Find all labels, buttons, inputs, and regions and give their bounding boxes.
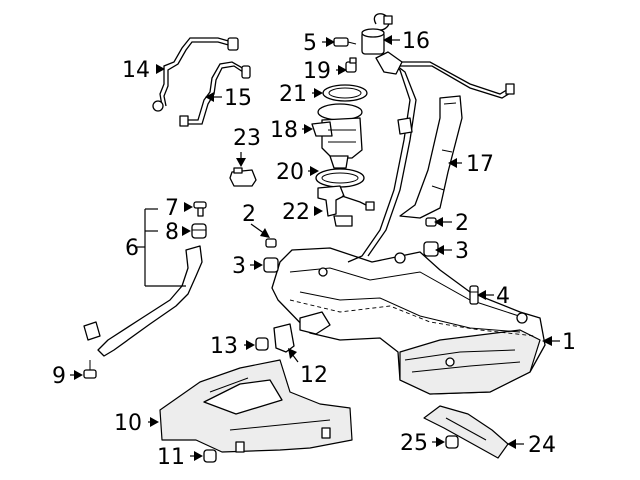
- callout-3-left: 3: [232, 254, 246, 279]
- part-bolt-9: [83, 360, 97, 379]
- leader-lines: [70, 35, 560, 461]
- callout-25: 25: [400, 431, 428, 456]
- part-shield-10: [159, 359, 353, 453]
- callout-20: 20: [276, 160, 304, 185]
- callout-5: 5: [303, 31, 317, 56]
- part-module-23: [229, 167, 257, 187]
- callout-24: 24: [528, 433, 556, 458]
- callout-4: 4: [496, 284, 510, 309]
- callout-10: 10: [114, 411, 142, 436]
- part-strap-6: [83, 245, 203, 357]
- callout-13: 13: [210, 334, 238, 359]
- callout-16: 16: [402, 29, 430, 54]
- part-fuel-cap: [361, 13, 393, 55]
- part-fuel-tank: [271, 247, 546, 395]
- callout-8: 8: [165, 220, 179, 245]
- callout-23: 23: [233, 126, 261, 151]
- part-clip-25: [445, 435, 459, 449]
- part-seal-20: [315, 168, 365, 188]
- part-hose-15: [179, 61, 251, 127]
- part-spacer-3-left: [263, 257, 279, 273]
- callout-18: 18: [270, 118, 298, 143]
- part-bracket-12: [273, 323, 295, 353]
- part-hose-14: [152, 37, 239, 112]
- callout-9: 9: [52, 364, 66, 389]
- callout-14: 14: [122, 58, 150, 83]
- part-bolt-5: [333, 37, 357, 47]
- callout-1: 1: [562, 330, 576, 355]
- part-nut-13: [255, 337, 269, 351]
- callout-7: 7: [165, 196, 179, 221]
- callout-21: 21: [279, 82, 307, 107]
- callout-2-right: 2: [455, 211, 469, 236]
- part-filler-neck: [399, 95, 463, 219]
- callout-2-left: 2: [242, 202, 256, 227]
- part-nut-11: [203, 449, 217, 463]
- part-fuel-pump-18: [311, 103, 363, 169]
- callout-22: 22: [282, 200, 310, 225]
- callout-15: 15: [224, 86, 252, 111]
- part-sender-22: [317, 185, 375, 227]
- part-spacer-3-right: [423, 241, 439, 257]
- part-bolt-4: [469, 285, 479, 305]
- callout-11: 11: [157, 445, 185, 470]
- callout-6: 6: [125, 236, 139, 261]
- part-spacer-8: [191, 223, 207, 239]
- part-clip-19: [345, 57, 357, 73]
- callout-17: 17: [466, 152, 494, 177]
- callout-3-right: 3: [455, 239, 469, 264]
- part-bolt-7: [193, 201, 207, 217]
- callout-labels: 1 2 3 4 5 16 19 21 18 23 20 22 17 14 15 …: [52, 29, 576, 470]
- callout-12: 12: [300, 363, 328, 388]
- part-heat-shield-24: [423, 405, 509, 459]
- part-lock-ring-21: [322, 84, 368, 102]
- callout-19: 19: [303, 59, 331, 84]
- part-washer-2-left: [265, 238, 277, 248]
- part-vent-hoses: [347, 51, 515, 263]
